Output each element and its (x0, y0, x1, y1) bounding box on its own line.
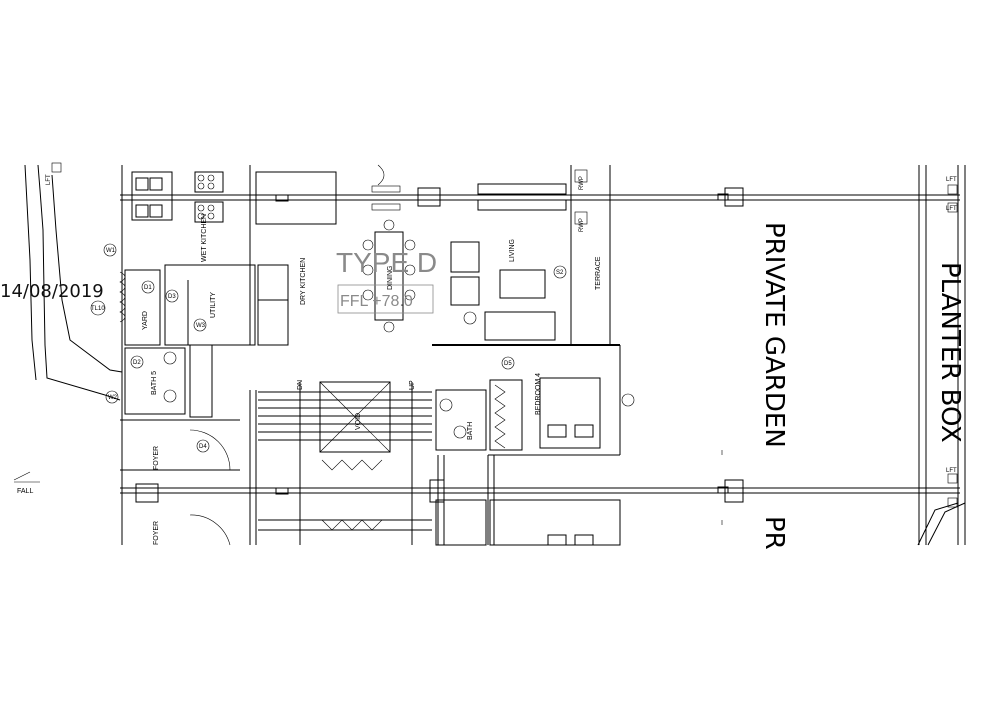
void-label: VOID (355, 413, 362, 430)
column-markers (135, 187, 744, 503)
left-ramp-walls (24, 164, 123, 401)
lft-label-1: LFT (946, 177, 957, 183)
w1-tag: W1 (106, 248, 116, 254)
lft-tag-left: LFT (46, 162, 62, 185)
lft-label-left: LFT (46, 174, 52, 185)
wall-rails (249, 390, 495, 545)
stamp-title: TYPE D (336, 247, 437, 278)
w2-tag: W2 (108, 395, 118, 401)
bath-label: BATH (467, 422, 474, 440)
drawing-date: 14/08/2019 (0, 281, 104, 302)
d1-tag: D1 (144, 285, 152, 291)
tl10-tag: TL10 (91, 306, 105, 312)
terrace: RWP RWP TERRACE (574, 169, 602, 290)
lft-label-3: LFT (946, 468, 957, 474)
wet-kitchen-label: WET KITCHEN (201, 214, 208, 262)
living-area: LIVING S2 (450, 183, 567, 341)
d5-tag: D5 (504, 361, 512, 367)
yard-label: YARD (142, 311, 149, 330)
private-garden-label: PRIVATE GARDEN (759, 222, 789, 448)
bedroom4: BEDROOM 4 BATH (432, 344, 635, 456)
w3-tag: W3 (196, 323, 206, 329)
d4-tag: D4 (199, 444, 207, 450)
grid-lines (120, 165, 966, 545)
d2-tag: D2 (133, 360, 141, 366)
stamp-box (337, 284, 434, 314)
foyer-label-lower: FOYER (153, 521, 160, 545)
s2-tag: S2 (556, 270, 564, 276)
bedroom4-label: BEDROOM 4 (535, 373, 542, 415)
living-label: LIVING (509, 239, 516, 262)
dry-kitchen-label: DRY KITCHEN (300, 258, 307, 305)
yard-utility: YARD UTILITY DRY KITCHEN (119, 258, 307, 346)
planter-box-label: PLANTER BOX (935, 262, 965, 443)
foyer-label: FOYER (153, 446, 160, 470)
planter-box: PLANTER BOX LFT LFT LFT (917, 177, 966, 546)
private-garden-label-cut: PR (759, 516, 789, 550)
rwp-tag: RWP (579, 176, 585, 190)
stair-void: VOID DN UP (258, 380, 432, 545)
terrace-label: TERRACE (595, 256, 602, 290)
lower-unit-partial (435, 499, 621, 546)
rwp-tag-2: RWP (579, 218, 585, 232)
private-garden: PRIVATE GARDEN PR (721, 222, 789, 550)
wet-kitchen: WET KITCHEN (131, 165, 337, 345)
bath5-label: BATH 5 (151, 371, 158, 395)
stair-dn-label: DN (297, 380, 304, 390)
tags: TL10 D1 D3 D2 D4 D5 W1 W2 W3 (90, 243, 515, 453)
stair-up-label: UP (409, 380, 416, 390)
d3-tag: D3 (168, 294, 176, 300)
fall-label: FALL (17, 488, 33, 495)
lft-label-2: LFT (946, 206, 957, 212)
bath5-foyer: BATH 5 FOYER FOYER (120, 344, 240, 546)
dining-label: DINING (387, 266, 394, 291)
utility-label: UTILITY (210, 292, 217, 318)
stamp-ffl: FFL +78.0 (340, 293, 413, 310)
dining-area: DINING TYPE D FFL +78.0 (336, 164, 437, 333)
fall-marker: FALL (13, 471, 40, 495)
